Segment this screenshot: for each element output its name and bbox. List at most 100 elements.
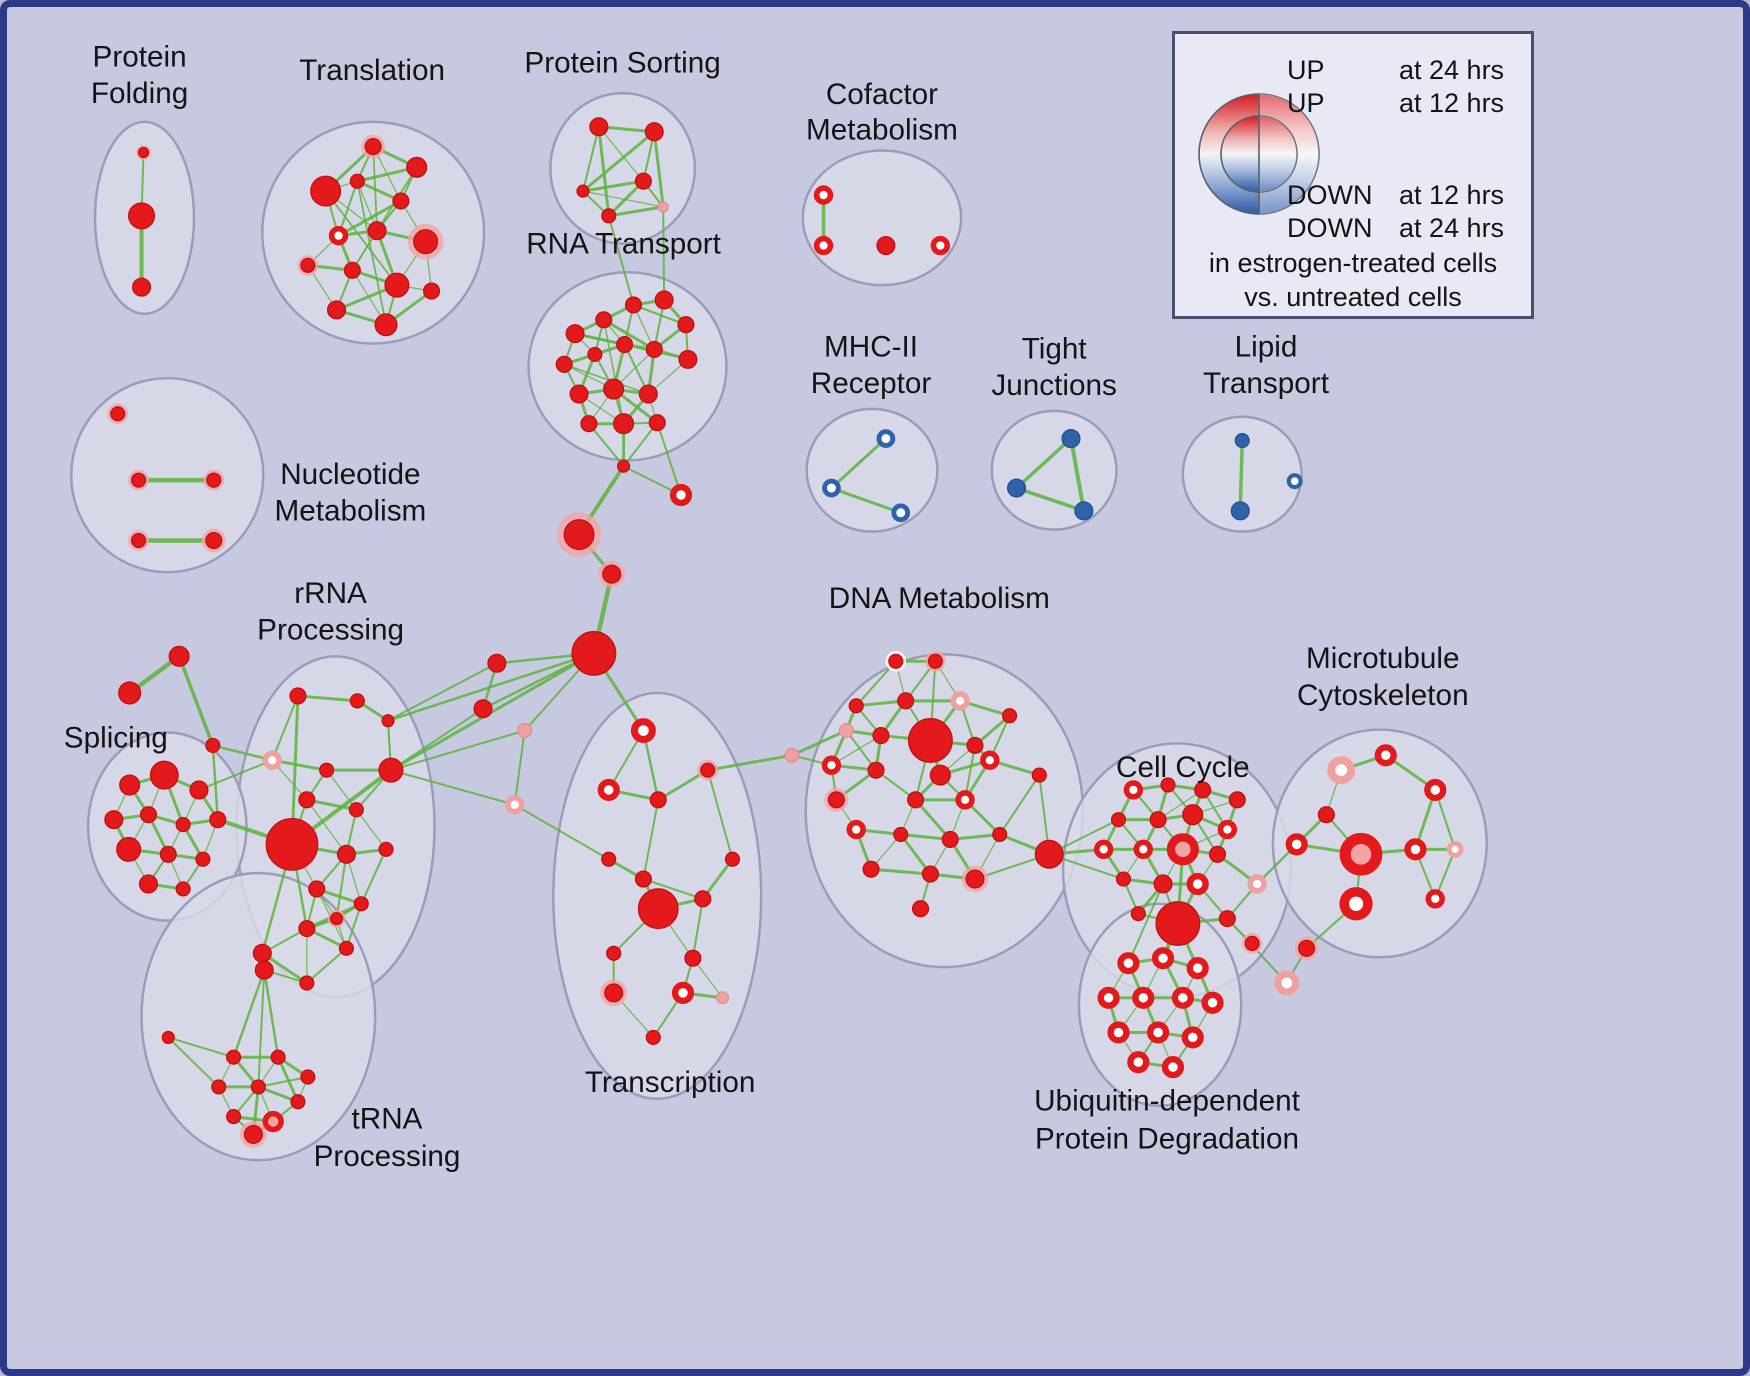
gene-node-translation-6: [367, 221, 387, 241]
gene-node-microtubule-cytoskeleton-10: [1446, 841, 1464, 858]
gene-node-dna-metabolism-9: [966, 736, 984, 754]
edge: [513, 729, 526, 806]
edge: [345, 902, 363, 950]
gene-node-transcription-5: [634, 870, 652, 888]
cluster-label-protein-folding: Folding: [91, 77, 188, 110]
gene-node-ubiquitin-degradation-7: [1107, 1021, 1130, 1044]
gene-node-translation-11: [326, 300, 347, 320]
gene-node-microtubule-cytoskeleton-9: [1298, 939, 1316, 957]
gene-node-ubiquitin-degradation-5: [1171, 986, 1194, 1009]
gene-node-lipid-transport-0: [1234, 432, 1250, 449]
gene-node-rrna-processing-8: [265, 818, 319, 871]
legend-direction: DOWN: [1287, 213, 1373, 243]
gene-node-translation-9: [343, 261, 361, 279]
edge: [356, 180, 387, 326]
gene-node-rrna-processing-5: [378, 757, 404, 783]
gene-node-rna-transport-12: [638, 384, 658, 404]
gene-node-microtubule-cytoskeleton-7: [1339, 887, 1373, 921]
gene-node-dna-metabolism-2: [848, 698, 864, 714]
gene-node-cell-cycle-10: [1166, 833, 1199, 866]
edge: [211, 744, 219, 821]
legend-time: at 12 hrs: [1399, 180, 1505, 210]
cluster-label-transcription: Transcription: [585, 1066, 756, 1099]
gene-node-rrna-processing-10: [378, 841, 394, 857]
edge: [642, 877, 704, 900]
cluster-label-microtubule-cytoskeleton: Cytoskeleton: [1297, 679, 1469, 712]
gene-node-microtubule-cytoskeleton-5: [1339, 832, 1383, 876]
gene-node-cell-cycle-5: [1149, 811, 1167, 829]
edge: [607, 205, 665, 218]
edge: [829, 437, 888, 490]
gene-node-rna-transport-1: [595, 311, 613, 329]
cluster-label-mhc-ii-receptor: Receptor: [811, 367, 932, 400]
gene-node-trna-processing-3: [270, 1049, 286, 1065]
gene-node-connectors-6: [473, 699, 493, 719]
gene-node-rrna-processing-14: [338, 940, 355, 956]
gene-node-trna-processing-4: [300, 1069, 316, 1085]
gene-node-cell-cycle-0: [1123, 780, 1144, 800]
edge: [232, 968, 266, 1059]
gene-node-dna-metabolism-19: [893, 826, 909, 843]
cluster-label-tight-junctions: Tight: [1022, 332, 1088, 365]
gene-node-transcription-13: [645, 1029, 661, 1045]
gene-node-rna-transport-10: [569, 384, 589, 404]
gene-node-ubiquitin-degradation-9: [1181, 1026, 1204, 1049]
legend: UP at 24 hrs UP at 12 hrs DOWN at 12 hrs…: [1172, 31, 1534, 319]
cluster-label-cell-cycle: Cell Cycle: [1116, 751, 1250, 784]
edge: [351, 166, 418, 272]
gene-node-dna-metabolism-25: [911, 900, 930, 918]
gene-node-ubiquitin-degradation-8: [1147, 1021, 1170, 1044]
gene-node-splicing-0: [119, 774, 141, 796]
gene-node-splicing-11: [175, 881, 191, 897]
cluster-label-nucleotide-metabolism: Nucleotide: [280, 458, 420, 491]
cluster-label-translation: Translation: [299, 54, 445, 87]
gene-node-transcription-9: [684, 949, 702, 967]
gene-node-cell-cycle-4: [1110, 812, 1127, 828]
gene-node-cell-cycle-14: [1186, 872, 1209, 896]
legend-time: at 24 hrs: [1399, 55, 1505, 85]
gene-node-rrna-processing-6: [298, 791, 316, 809]
edge: [167, 1036, 235, 1059]
gene-node-connectors-8: [784, 747, 800, 763]
gene-node-trna-processing-10: [243, 1124, 263, 1144]
edge: [662, 205, 666, 301]
gene-node-dna-metabolism-23: [921, 865, 939, 883]
gene-node-dna-metabolism-1: [927, 653, 943, 669]
gene-node-translation-8: [300, 257, 316, 273]
gene-node-ubiquitin-degradation-0: [1117, 952, 1140, 975]
gene-node-protein-folding-0: [137, 146, 150, 159]
gene-node-rna-transport-8: [645, 340, 663, 359]
cluster-label-microtubule-cytoskeleton: Microtubule: [1306, 642, 1459, 675]
gene-node-rrna-processing-12: [353, 896, 369, 912]
gene-node-protein-sorting-3: [634, 172, 652, 190]
gene-node-transcription-0: [630, 718, 656, 744]
edge: [389, 651, 596, 772]
gene-node-dna-metabolism-18: [846, 819, 866, 840]
gene-node-splicing-5: [175, 817, 191, 833]
gene-node-dna-metabolism-0: [888, 653, 904, 669]
cluster-label-ubiquitin-degradation: Ubiquitin-dependent: [1034, 1085, 1300, 1118]
gene-node-microtubule-cytoskeleton-4: [1285, 833, 1308, 856]
edge: [607, 214, 635, 306]
gene-node-cell-cycle-18: [1247, 874, 1267, 894]
gene-node-microtubule-cytoskeleton-1: [1374, 744, 1397, 767]
edge: [326, 769, 357, 811]
gene-node-cofactor-metabolism-0: [813, 185, 834, 205]
gene-node-mhc-ii-receptor-0: [876, 429, 896, 448]
gene-node-translation-10: [384, 272, 410, 298]
gene-node-rrna-processing-11: [308, 880, 326, 898]
cluster-label-cofactor-metabolism: Metabolism: [806, 114, 958, 147]
edge: [642, 798, 660, 881]
gene-node-transcription-8: [606, 945, 622, 961]
legend-direction: UP: [1287, 55, 1325, 85]
gene-node-transcription-12: [716, 991, 730, 1005]
edge: [656, 421, 682, 496]
gene-node-cell-cycle-11: [1208, 845, 1227, 863]
gene-node-ubiquitin-degradation-2: [1186, 957, 1209, 980]
edge: [389, 769, 516, 806]
gene-node-mhc-ii-receptor-2: [891, 503, 911, 523]
gene-node-dna-metabolism-12: [929, 764, 951, 786]
edge: [1014, 436, 1073, 490]
gene-node-splicing-6: [209, 811, 227, 829]
